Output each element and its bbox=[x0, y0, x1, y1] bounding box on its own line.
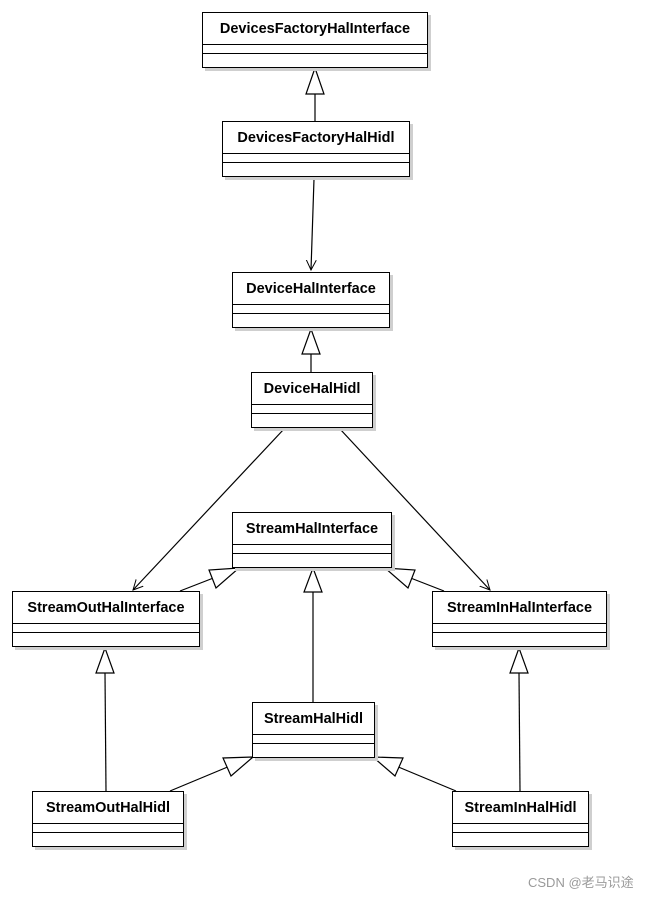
inheritance-triangle bbox=[509, 646, 529, 674]
class-stream-hal-interface[interactable]: StreamHalInterface bbox=[232, 512, 392, 568]
edge-streaminhalhidl-to-streaminhalinterface bbox=[518, 672, 521, 792]
class-name: DeviceHalHidl bbox=[252, 373, 372, 405]
class-stream-out-hal-interface[interactable]: StreamOutHalInterface bbox=[12, 591, 200, 647]
class-name: StreamHalInterface bbox=[233, 513, 391, 545]
methods-section bbox=[233, 554, 391, 563]
class-devices-factory-hal-hidl[interactable]: DevicesFactoryHalHidl bbox=[222, 121, 410, 177]
class-name: StreamInHalHidl bbox=[453, 792, 588, 824]
inheritance-triangle bbox=[383, 567, 416, 590]
class-name: StreamHalHidl bbox=[253, 703, 374, 735]
inheritance-triangle bbox=[301, 327, 321, 355]
watermark: CSDN @老马识途 bbox=[528, 875, 634, 890]
class-device-hal-interface[interactable]: DeviceHalInterface bbox=[232, 272, 390, 328]
attributes-section bbox=[13, 624, 199, 633]
attributes-section bbox=[453, 824, 588, 833]
attributes-section bbox=[233, 545, 391, 554]
methods-section bbox=[233, 314, 389, 323]
edge-streamouthalhidl-to-streamouthalinterface bbox=[104, 672, 107, 792]
methods-section bbox=[13, 633, 199, 642]
edge-devicesfactoryhalhidl-to-devicehalinterface bbox=[311, 178, 314, 270]
inheritance-triangle bbox=[305, 66, 325, 95]
attributes-section bbox=[433, 624, 606, 633]
inheritance-triangle bbox=[222, 756, 255, 777]
class-name: DeviceHalInterface bbox=[233, 273, 389, 305]
class-devices-factory-hal-interface[interactable]: DevicesFactoryHalInterface bbox=[202, 12, 428, 68]
edge-devicehalhidl-to-streamouthalinterface bbox=[133, 428, 285, 590]
class-name: StreamOutHalInterface bbox=[13, 592, 199, 624]
edge-streaminhalinterface-to-streamhalinterface bbox=[407, 576, 445, 592]
methods-section bbox=[203, 54, 427, 63]
methods-section bbox=[253, 744, 374, 753]
methods-section bbox=[223, 163, 409, 172]
class-stream-out-hal-hidl[interactable]: StreamOutHalHidl bbox=[32, 791, 184, 847]
class-name: DevicesFactoryHalHidl bbox=[223, 122, 409, 154]
methods-section bbox=[433, 633, 606, 642]
methods-section bbox=[252, 414, 372, 423]
class-stream-hal-hidl[interactable]: StreamHalHidl bbox=[252, 702, 375, 758]
class-stream-in-hal-interface[interactable]: StreamInHalInterface bbox=[432, 591, 607, 647]
attributes-section bbox=[223, 154, 409, 163]
inheritance-triangle bbox=[303, 566, 323, 593]
class-name: DevicesFactoryHalInterface bbox=[203, 13, 427, 45]
class-name: StreamInHalInterface bbox=[433, 592, 606, 624]
attributes-section bbox=[33, 824, 183, 833]
edge-streamouthalhidl-to-streamhalhidl bbox=[169, 765, 231, 792]
class-name: StreamOutHalHidl bbox=[33, 792, 183, 824]
methods-section bbox=[33, 833, 183, 842]
attributes-section bbox=[253, 735, 374, 744]
attributes-section bbox=[203, 45, 427, 54]
inheritance-triangle bbox=[95, 646, 115, 674]
edge-streaminhalhidl-to-streamhalhidl bbox=[395, 765, 457, 792]
attributes-section bbox=[252, 405, 372, 414]
edge-streamouthalinterface-to-streamhalinterface bbox=[179, 576, 217, 592]
attributes-section bbox=[233, 305, 389, 314]
methods-section bbox=[453, 833, 588, 842]
inheritance-triangle bbox=[371, 756, 404, 777]
class-device-hal-hidl[interactable]: DeviceHalHidl bbox=[251, 372, 373, 428]
edge-devicehalhidl-to-streaminhalinterface bbox=[339, 428, 490, 590]
class-stream-in-hal-hidl[interactable]: StreamInHalHidl bbox=[452, 791, 589, 847]
inheritance-triangle bbox=[208, 567, 241, 590]
